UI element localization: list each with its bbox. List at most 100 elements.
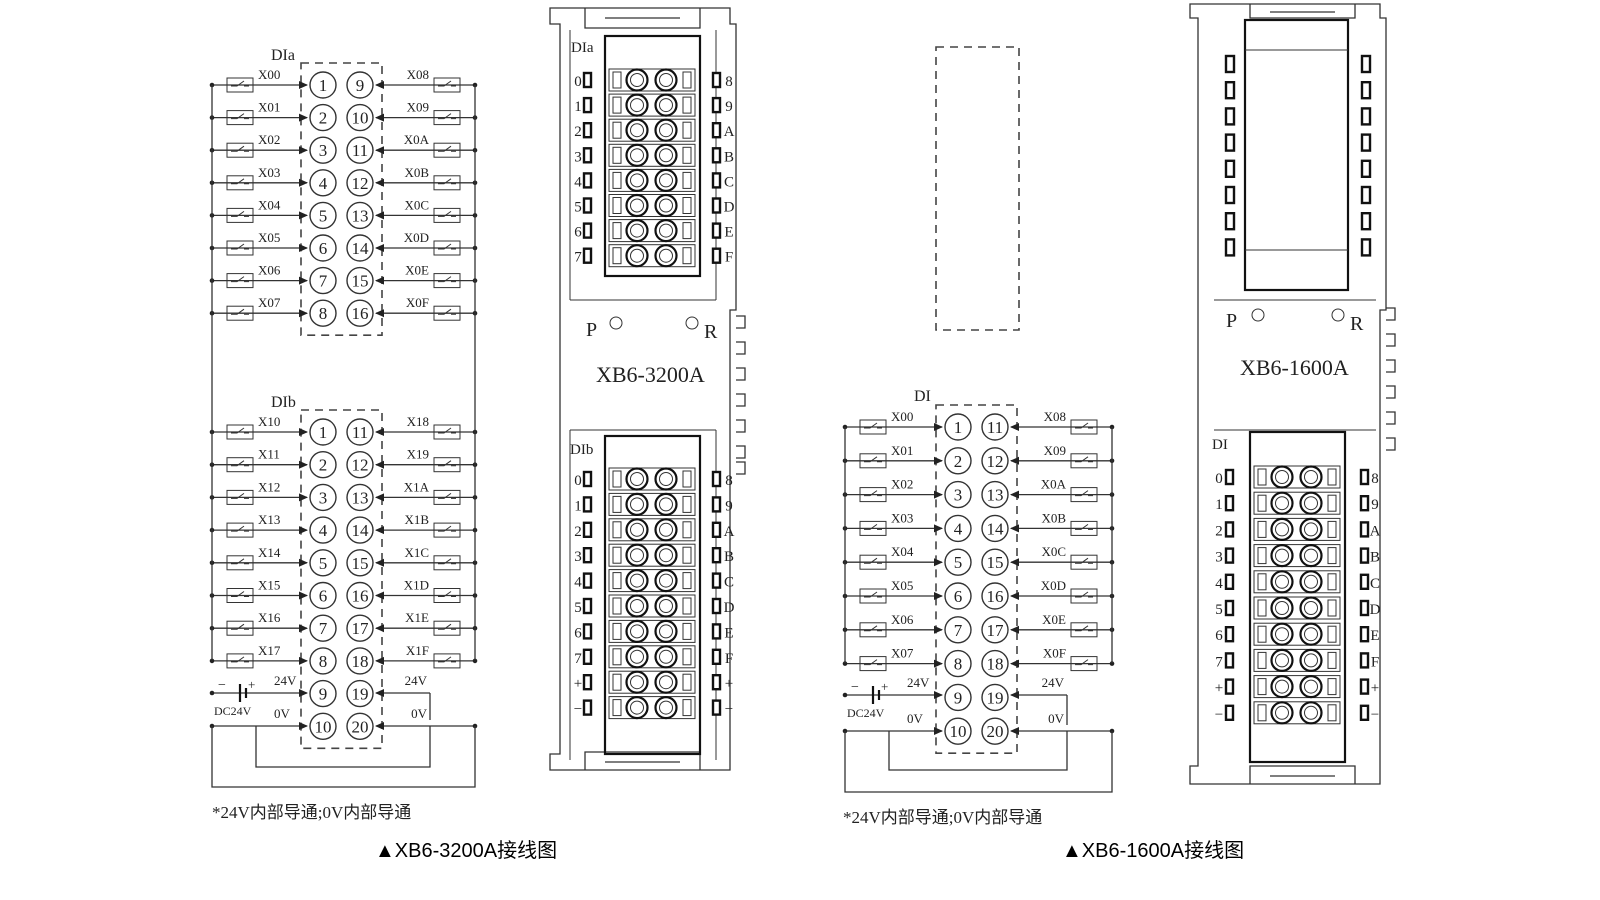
switch-icon: [226, 77, 254, 93]
switch-contact-icon: [231, 591, 249, 597]
terminal-latch: [682, 222, 692, 240]
terminal-pin: [309, 418, 337, 446]
arrow-left-icon: [1010, 456, 1019, 465]
screw-terminal: [654, 118, 678, 142]
input-label: X1B: [404, 512, 429, 527]
screw-terminal: [625, 143, 649, 167]
terminal-latch: [682, 146, 692, 164]
input-label: X1E: [405, 610, 429, 625]
arrow-left-icon: [375, 211, 384, 220]
led-indicator: [1224, 80, 1236, 100]
footnote: *24V内部导通;0V内部导通: [843, 808, 1042, 827]
switch-icon: [433, 489, 461, 505]
screw-terminal: [1299, 674, 1323, 699]
channel-mark: 6: [574, 225, 582, 241]
terminal-pin-number: 12: [352, 456, 369, 475]
screw-terminal-inner: [1275, 574, 1289, 589]
voltage-label: 24V: [274, 673, 297, 688]
switch-icon: [226, 142, 254, 158]
led-indicator: [711, 147, 722, 164]
terminal-pin: [346, 234, 374, 262]
arrow-right-icon: [934, 524, 943, 533]
terminal-pin-number: 2: [954, 452, 963, 471]
switch-contact-icon: [231, 113, 249, 120]
terminal-pin-number: 12: [987, 452, 1004, 471]
terminal-pin: [346, 614, 374, 642]
screw-terminal: [1270, 491, 1294, 515]
terminal-pin-number: 8: [319, 652, 328, 671]
screw-terminal: [625, 543, 649, 567]
arrow-left-icon: [375, 146, 384, 155]
input-label: X09: [1044, 443, 1066, 458]
screw-terminal-inner: [659, 472, 673, 486]
bottom-latch: [584, 751, 701, 770]
input-label: X02: [258, 132, 280, 147]
input-label: X0A: [1041, 477, 1067, 492]
run-indicator-label: R: [1350, 313, 1364, 335]
screw-terminal: [625, 645, 649, 669]
side-connector-tab: [1386, 359, 1396, 373]
channel-mark: E: [724, 625, 733, 641]
channel-mark: 2: [574, 524, 582, 540]
terminal-pin-number: 13: [987, 486, 1004, 505]
terminal-pin-number: 1: [954, 418, 963, 437]
input-label: X02: [891, 477, 913, 492]
terminal-pin: [309, 103, 337, 132]
channel-mark: 0: [574, 74, 582, 90]
terminal-pin-number: 10: [315, 717, 332, 736]
input-label: X0D: [404, 230, 429, 245]
switch-icon: [859, 520, 887, 536]
switch-icon: [433, 175, 461, 191]
input-label: X05: [891, 578, 913, 593]
led-indicator: [582, 521, 593, 538]
terminal-latch: [1327, 520, 1337, 538]
switch-icon: [226, 240, 254, 256]
screw-terminal-inner: [659, 248, 673, 263]
power-indicator-label: P: [1226, 310, 1237, 332]
terminal-row-frame: [1253, 675, 1341, 699]
input-label: X08: [407, 67, 429, 82]
terminal-latch: [1257, 468, 1267, 486]
terminal-pin: [944, 447, 972, 475]
terminal-latch: [612, 648, 622, 666]
terminal-pin-number: 14: [352, 521, 370, 540]
terminal-pin-number: 7: [954, 621, 963, 640]
panel-label: DI: [1212, 437, 1228, 453]
screw-terminal-inner: [630, 548, 644, 563]
screw-terminal: [654, 543, 678, 567]
input-label: X03: [891, 510, 913, 525]
led-indicator: [1359, 626, 1370, 643]
switch-icon: [226, 273, 254, 289]
screw-terminal-inner: [659, 148, 673, 163]
terminal-row-frame: [608, 569, 696, 593]
terminal-latch: [1257, 494, 1267, 512]
switch-icon: [226, 457, 254, 473]
side-connector-tab: [736, 419, 746, 433]
channel-mark: −: [574, 702, 582, 718]
top-connector: [603, 34, 702, 278]
terminal-pin: [309, 712, 337, 740]
screw-terminal-inner: [1304, 548, 1318, 563]
terminal-pin-number: 18: [987, 655, 1004, 674]
screw-terminal: [1270, 543, 1294, 568]
switch-icon: [433, 207, 461, 223]
screw-terminal: [654, 568, 678, 593]
screw-terminal: [625, 219, 649, 243]
channel-mark: C: [724, 575, 734, 591]
input-label: X0E: [1042, 612, 1066, 627]
arrow-left-icon: [375, 526, 384, 535]
terminal-pin-number: 9: [356, 76, 365, 95]
channel-mark: F: [725, 651, 733, 667]
junction-dot: [209, 690, 215, 696]
terminal-pin-number: 6: [954, 587, 963, 606]
switch-contact-icon: [231, 623, 249, 630]
screw-terminal-inner: [1275, 653, 1289, 668]
screw-terminal-inner: [1304, 496, 1318, 511]
input-label: X01: [891, 443, 913, 458]
screw-terminal-inner: [630, 599, 644, 613]
junction-dot: [842, 661, 848, 666]
model-name: XB6-1600A: [1240, 355, 1349, 380]
terminal-pin: [981, 649, 1009, 678]
arrow-right-icon: [299, 146, 308, 155]
